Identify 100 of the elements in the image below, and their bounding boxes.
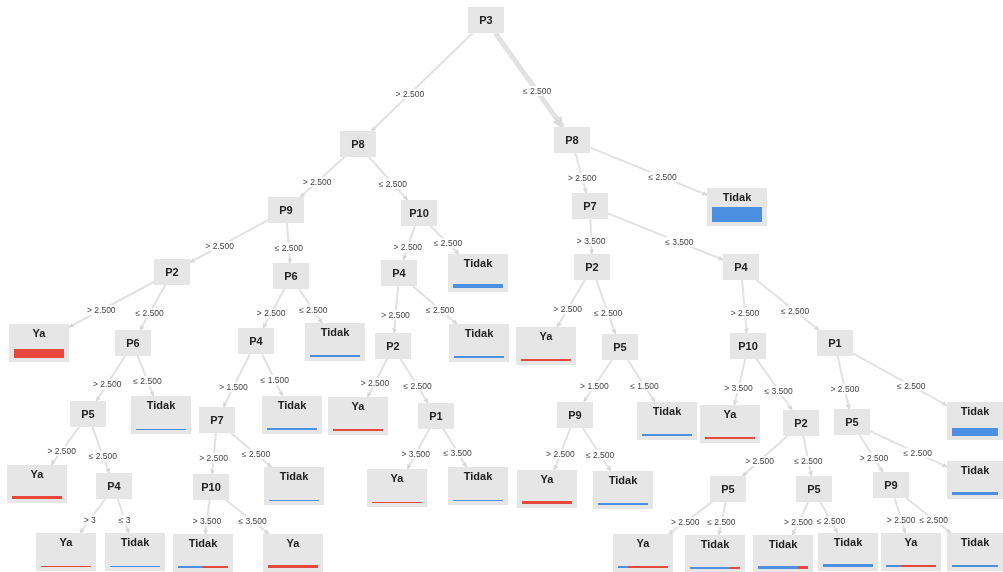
class-label: Ya — [389, 472, 405, 485]
edge-label: ≤ 2.500 — [521, 86, 553, 97]
decision-node: P6 — [273, 263, 309, 289]
class-label: Tidak — [119, 536, 151, 549]
leaf-node — [947, 533, 1003, 571]
class-label: Ya — [285, 537, 301, 550]
arrow — [116, 498, 130, 534]
edge-label: ≤ 2.500 — [377, 178, 408, 189]
arrow — [595, 279, 617, 335]
decision-node: P4 — [96, 473, 132, 499]
arrow — [717, 501, 727, 536]
leaf-node — [685, 535, 745, 572]
edge-label: ≤ 2.500 — [132, 375, 163, 386]
class-label: Tidak — [651, 405, 683, 418]
class-label: Tidak — [319, 326, 351, 339]
decision-node: P6 — [115, 330, 151, 356]
decision-node: P10 — [401, 200, 437, 226]
edge-label: > 2.500 — [552, 304, 583, 315]
class-label: Tidak — [462, 470, 494, 483]
decision-node: P5 — [602, 334, 638, 360]
arrow — [791, 501, 810, 536]
decision-node: P1 — [817, 330, 853, 356]
edge-label: ≤ 2.500 — [298, 305, 329, 316]
edge-label: ≤ 1.500 — [629, 381, 660, 392]
edge-label: > 3.500 — [191, 516, 223, 527]
decision-node: P5 — [710, 476, 746, 502]
arrow — [392, 285, 399, 334]
leaf-node — [36, 533, 96, 571]
class-label: Tidak — [959, 405, 991, 418]
edge-label: > 2.500 — [829, 383, 861, 394]
arrow — [574, 152, 588, 194]
arrow — [285, 222, 293, 264]
leaf-node — [700, 405, 760, 443]
class-label: Tidak — [699, 538, 731, 551]
arrow — [755, 279, 820, 331]
class-label: Tidak — [187, 537, 219, 550]
decision-node: P3 — [468, 7, 504, 33]
decision-node: P1 — [418, 403, 454, 429]
arrow — [368, 156, 409, 201]
leaf-node — [131, 396, 191, 434]
leaf-node — [367, 469, 427, 507]
class-label: Tidak — [607, 474, 639, 487]
edge-label: > 2.500 — [380, 310, 411, 321]
edge-label: > 2.500 — [86, 304, 117, 315]
leaf-node — [517, 470, 577, 508]
decision-node: P10 — [193, 474, 229, 500]
class-label: Ya — [539, 473, 555, 486]
arrow — [802, 435, 813, 477]
class-label: Tidak — [278, 470, 310, 483]
decision-node: P9 — [873, 472, 909, 498]
leaf-node — [9, 324, 69, 362]
edge-label: > 2.500 — [255, 308, 287, 319]
decision-node: P2 — [154, 259, 190, 285]
leaf-node — [881, 533, 941, 571]
edge-label: > 2.500 — [729, 307, 761, 318]
leaf-node — [305, 323, 365, 361]
class-label: Tidak — [767, 538, 799, 551]
leaf-node — [448, 254, 508, 292]
leaf-node — [7, 465, 67, 503]
class-label: Tidak — [832, 536, 864, 549]
edge-label: ≤ 2.500 — [273, 242, 304, 253]
decision-node: P5 — [834, 409, 870, 435]
arrow — [893, 497, 907, 534]
decision-node: P4 — [723, 254, 759, 280]
decision-node: P2 — [375, 333, 411, 359]
class-label: Tidak — [721, 191, 753, 204]
edge-label: ≤ 2.500 — [918, 514, 949, 525]
class-label: Ya — [31, 327, 47, 340]
leaf-node — [328, 397, 388, 435]
class-label: Ya — [58, 536, 74, 549]
arrow — [95, 355, 127, 402]
edge-label: ≤ 2.500 — [593, 308, 624, 319]
leaf-node — [264, 467, 324, 505]
arrow — [733, 358, 747, 406]
leaf-node — [173, 534, 233, 572]
edge-label: > 1.500 — [579, 381, 610, 392]
decision-node: P4 — [238, 328, 274, 354]
arrow — [406, 428, 431, 470]
edge-label: > 2.500 — [359, 377, 391, 388]
edge-label: ≤ 2.500 — [815, 516, 847, 527]
decision-node: P8 — [554, 127, 590, 153]
edge-label: > 3.500 — [575, 235, 607, 246]
edge-label: ≤ 2.500 — [432, 238, 464, 249]
edge-label: > 2.500 — [744, 455, 775, 466]
leaf-node — [707, 188, 767, 226]
edge-label: > 2.500 — [301, 176, 333, 187]
arrow — [299, 156, 346, 198]
edge-label: ≤ 3.500 — [664, 237, 695, 248]
arrow — [755, 358, 793, 411]
class-label: Ya — [635, 537, 651, 550]
edge-label: > 3.500 — [723, 382, 754, 393]
leaf-node — [105, 533, 165, 571]
class-label: Tidak — [462, 257, 494, 270]
edge-label: ≤ 3 — [117, 515, 132, 526]
leaf-node — [262, 396, 322, 434]
edge-label: ≤ 1.500 — [259, 375, 290, 386]
edge-label: ≤ 2.500 — [425, 304, 456, 315]
edge-label: ≤ 2.500 — [780, 306, 811, 316]
edge-label: ≤ 2.500 — [134, 307, 165, 318]
leaf-node — [449, 324, 509, 362]
